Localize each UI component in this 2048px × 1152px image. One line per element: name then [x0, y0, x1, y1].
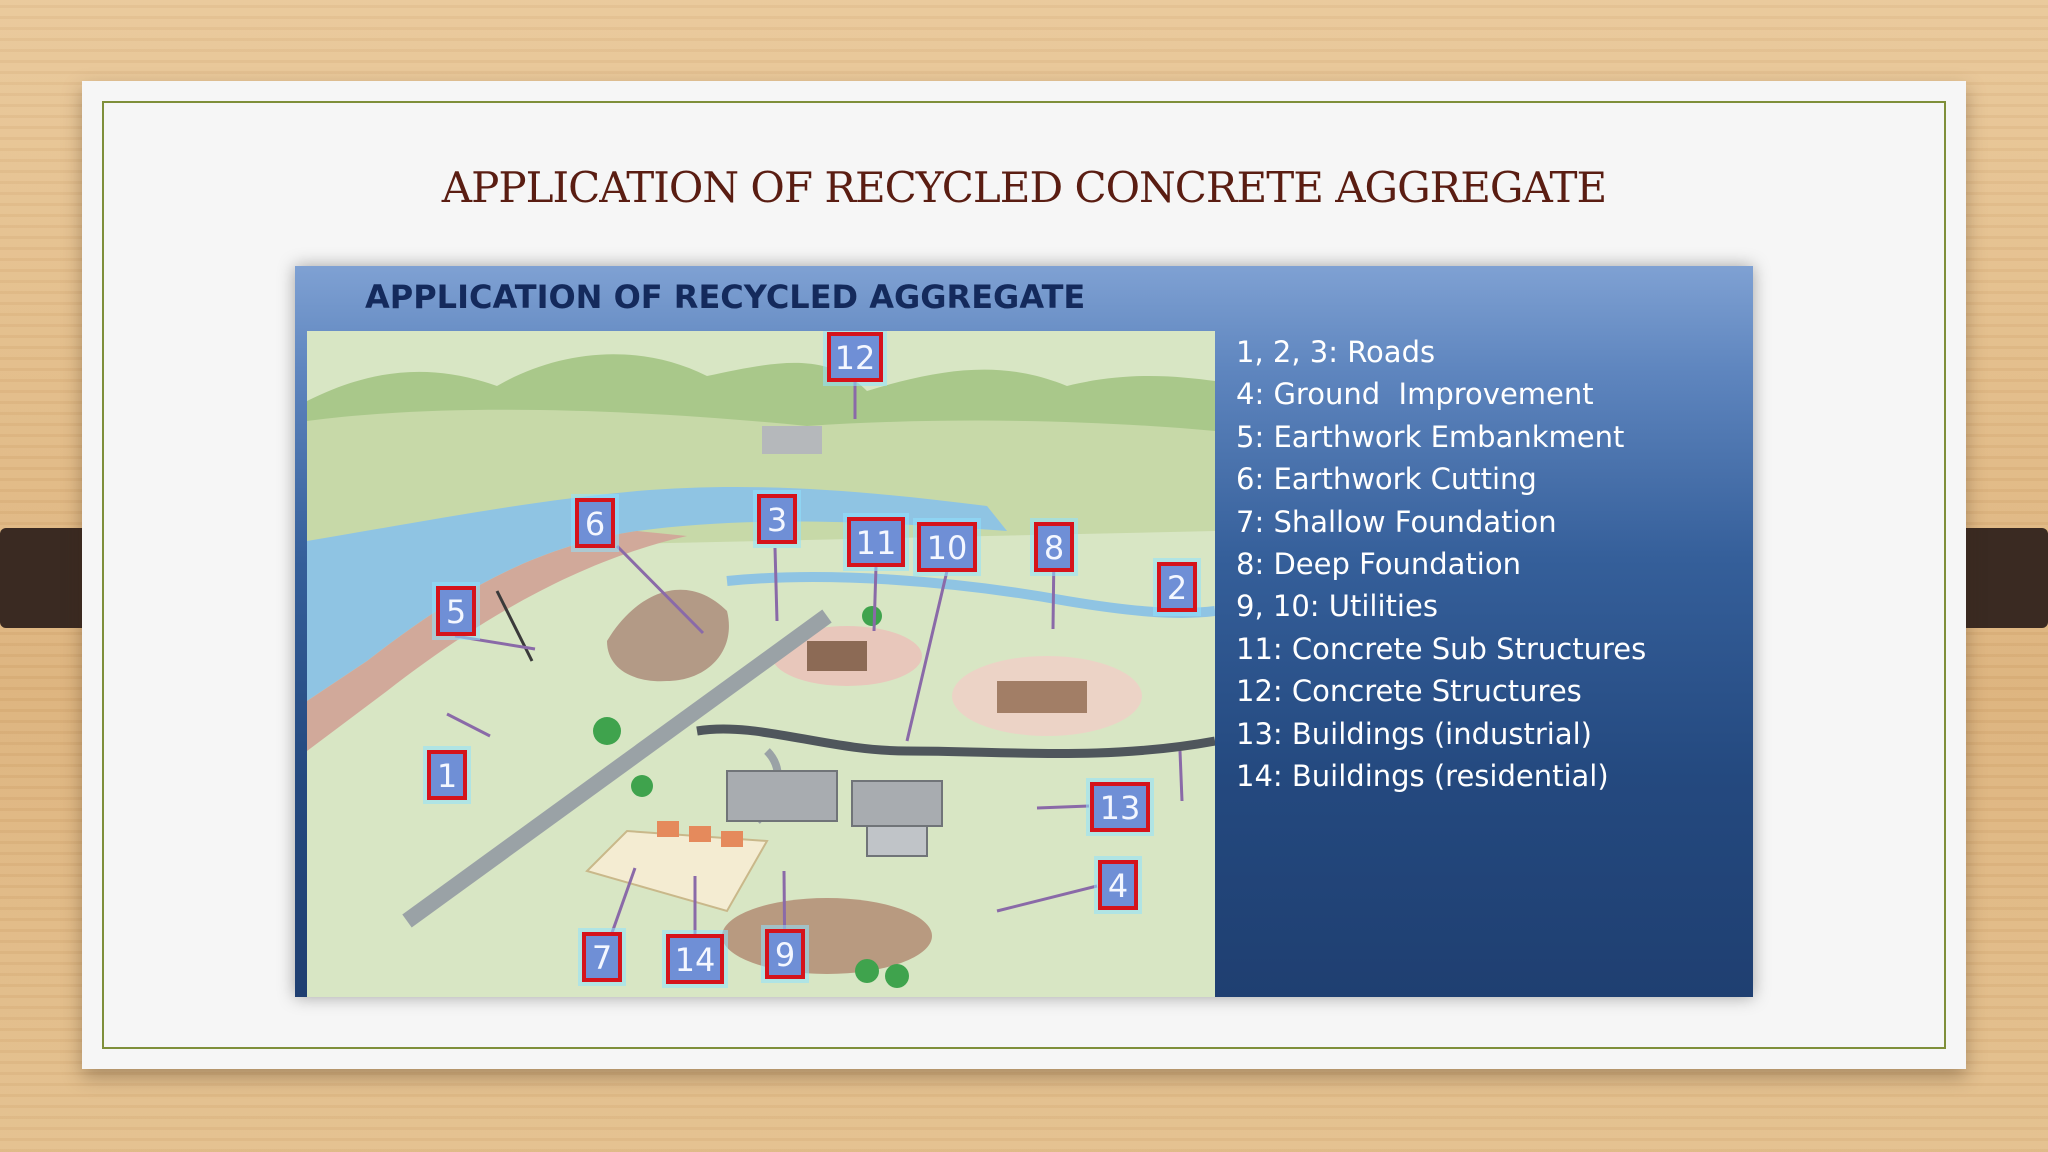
- svg-text:10: 10: [927, 529, 968, 567]
- legend-item-concrete-sub-structures: 11: Concrete Sub Structures: [1236, 631, 1647, 666]
- legend-item-shallow-foundation: 7: Shallow Foundation: [1236, 504, 1557, 539]
- tree: [885, 964, 909, 988]
- legend-item-buildings-residential: 14: Buildings (residential): [1236, 758, 1609, 793]
- marker-13: 13: [1086, 778, 1154, 836]
- industrial-building-1: [726, 770, 838, 822]
- svg-text:8: 8: [1044, 529, 1064, 567]
- arrow-10: [905, 570, 949, 742]
- svg-text:6: 6: [585, 505, 605, 543]
- marker-14: 14: [662, 930, 728, 988]
- legend: 1, 2, 3: Roads 4: Ground Improvement 5: …: [1236, 331, 1646, 797]
- figure-panel: APPLICATION OF RECYCLED AGGREGATE: [295, 266, 1753, 997]
- marker-11: 11: [843, 513, 909, 571]
- svg-text:2: 2: [1167, 569, 1187, 607]
- svg-text:1: 1: [437, 757, 457, 795]
- svg-text:3: 3: [767, 501, 787, 539]
- marker-10: 10: [913, 518, 981, 576]
- svg-text:13: 13: [1100, 789, 1141, 827]
- svg-text:14: 14: [675, 941, 716, 979]
- svg-text:12: 12: [835, 339, 876, 377]
- arrow-4: [996, 884, 1098, 913]
- marker-9: 9: [761, 925, 809, 983]
- legend-item-buildings-industrial: 13: Buildings (industrial): [1236, 716, 1593, 751]
- marker-4: 4: [1094, 856, 1142, 914]
- svg-text:9: 9: [775, 936, 795, 974]
- marker-2: 2: [1153, 558, 1201, 616]
- legend-item-concrete-structures: 12: Concrete Structures: [1236, 674, 1582, 709]
- arrow-3: [773, 547, 779, 622]
- marker-1: 1: [423, 746, 471, 804]
- factory: [762, 426, 822, 454]
- house-3: [721, 831, 743, 847]
- industrial-building-3: [866, 825, 928, 857]
- crane-arm: [495, 590, 534, 662]
- svg-text:5: 5: [446, 593, 466, 631]
- marker-6: 6: [571, 494, 619, 552]
- arrow-2: [1178, 750, 1184, 802]
- arrow-11: [872, 565, 878, 632]
- tree: [631, 775, 653, 797]
- excavation-pit: [807, 641, 867, 671]
- legend-item-utilities: 9, 10: Utilities: [1236, 589, 1438, 624]
- marker-5: 5: [432, 582, 480, 640]
- road-2: [696, 724, 1215, 758]
- site-illustration: 1 2 3 4 5: [307, 331, 1215, 997]
- svg-text:4: 4: [1108, 867, 1128, 905]
- legend-item-ground-improvement: 4: Ground Improvement: [1236, 377, 1594, 412]
- industrial-building-2: [851, 780, 943, 827]
- legend-item-earthwork-cutting: 6: Earthwork Cutting: [1236, 462, 1537, 497]
- marker-12: 12: [823, 331, 887, 386]
- figure-title: APPLICATION OF RECYCLED AGGREGATE: [365, 278, 1086, 316]
- marker-3: 3: [753, 490, 801, 548]
- marker-8: 8: [1030, 518, 1078, 576]
- marker-7: 7: [578, 928, 626, 986]
- legend-item-earthwork-embankment: 5: Earthwork Embankment: [1236, 419, 1625, 454]
- residential-plot: [585, 829, 769, 913]
- cutting-mound: [607, 589, 729, 682]
- slide: APPLICATION OF RECYCLED CONCRETE AGGREGA…: [82, 81, 1966, 1069]
- road-1: [402, 609, 832, 928]
- ground-improvement-area: [722, 898, 932, 974]
- river: [307, 486, 1007, 701]
- arrow-1: [446, 712, 491, 738]
- svg-text:7: 7: [592, 939, 612, 977]
- arrow-6: [615, 544, 705, 635]
- tree: [862, 606, 882, 626]
- legend-item-deep-foundation: 8: Deep Foundation: [1236, 546, 1521, 581]
- house-1: [657, 821, 679, 837]
- slide-border: [102, 101, 1946, 1049]
- arrow-13: [1036, 804, 1090, 810]
- tree: [593, 717, 621, 745]
- tree: [855, 959, 879, 983]
- house-2: [689, 826, 711, 842]
- legend-item-roads: 1, 2, 3: Roads: [1236, 335, 1436, 369]
- slide-title: APPLICATION OF RECYCLED CONCRETE AGGREGA…: [441, 163, 1607, 212]
- deep-foundation-pit: [997, 681, 1087, 713]
- svg-text:11: 11: [856, 524, 897, 562]
